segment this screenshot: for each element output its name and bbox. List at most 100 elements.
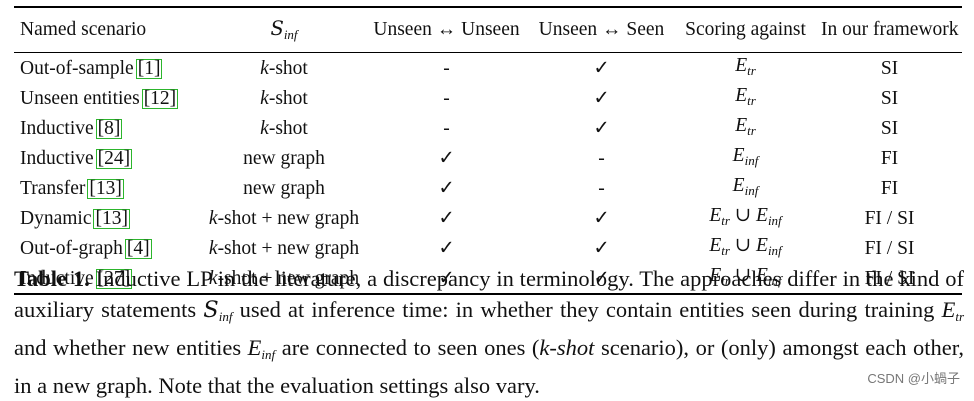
cell-framework: SI	[880, 87, 899, 109]
score-a: E	[709, 265, 722, 286]
table-container: Named scenario Sinf Unseen ↔ Unseen Unse…	[14, 6, 962, 295]
cell-unseen-seen: ✓	[593, 117, 610, 139]
score-a: E	[709, 205, 722, 226]
cell-scenario: Inductive[24]	[14, 143, 204, 173]
cell-unseen-unseen: ✓	[438, 147, 455, 169]
caption-text-2: used at inference time: in whether they …	[239, 297, 935, 322]
scenario-name: Inductive	[20, 147, 94, 169]
cell-unseen-seen: ✓	[593, 57, 610, 79]
cell-scoring: Einf	[674, 143, 817, 173]
score-b-sub: inf	[767, 273, 782, 288]
citation-link[interactable]: [24]	[95, 147, 133, 169]
cell-scoring: Einf	[674, 173, 817, 203]
score-a-sub: tr	[721, 213, 730, 228]
scenario-name: Out-of-graph	[20, 237, 123, 259]
citation-link[interactable]: [8]	[95, 117, 123, 139]
cell-unseen-unseen: ✓	[438, 177, 455, 199]
cell-s-inf: k-shot + new graph	[208, 267, 360, 289]
cell-scenario: Out-of-sample[1]	[14, 53, 204, 84]
cell-framework: SI	[880, 117, 899, 139]
table-row: Out-of-graph[4]k-shot + new graph✓✓Etr ∪…	[14, 233, 962, 263]
citation-link[interactable]: [12]	[141, 87, 179, 109]
caption-math-s: S	[203, 297, 219, 323]
cell-s-inf: new graph	[243, 177, 325, 199]
cell-framework: FI / SI	[864, 207, 915, 229]
cell-unseen-seen: -	[598, 147, 605, 169]
cell-framework: SI	[880, 57, 899, 79]
cell-scenario: Transfer[13]	[14, 173, 204, 203]
caption-math-etr-sub: tr	[955, 309, 965, 324]
score-a-sub: tr	[721, 243, 730, 258]
citation-link[interactable]: [4]	[124, 237, 152, 259]
citation-link[interactable]: [13]	[87, 177, 124, 199]
cell-s-inf: k-shot	[260, 87, 308, 109]
score-a: E	[735, 115, 748, 136]
caption-text-3: and whether new entities	[14, 335, 242, 360]
citation-link[interactable]: [13]	[93, 207, 130, 229]
caption-text-4: are connected to seen ones (	[281, 335, 540, 360]
caption-math-einf: E	[247, 335, 262, 360]
cell-unseen-unseen: -	[443, 87, 450, 109]
cell-scenario: Inductive[27]	[14, 263, 204, 294]
score-a: E	[735, 85, 748, 106]
score-op: ∪	[734, 265, 752, 286]
citation-link[interactable]: [1]	[135, 57, 163, 79]
score-a-sub: tr	[747, 63, 756, 78]
score-b: E	[756, 205, 768, 226]
cell-s-inf: k-shot + new graph	[208, 237, 360, 259]
caption-label: Table 1.	[14, 266, 90, 291]
cell-scenario: Dynamic[13]	[14, 203, 204, 233]
table-caption: Table 1. Inductive LP in the literature,…	[14, 263, 964, 401]
cell-unseen-unseen: -	[443, 57, 450, 79]
cell-s-inf: k-shot + new graph	[208, 207, 360, 229]
scenario-name: Transfer	[20, 177, 86, 199]
caption-math-s-sub: inf	[218, 309, 233, 324]
score-b-sub: inf	[767, 213, 782, 228]
scenario-name: Inductive	[20, 267, 94, 289]
scenario-name: Out-of-sample	[20, 57, 134, 79]
s-inf-sub: inf	[283, 27, 298, 42]
scenario-name: Dynamic	[20, 207, 92, 229]
cell-framework: FI / SI	[864, 267, 915, 289]
cell-s-inf: new graph	[243, 147, 325, 169]
watermark: CSDN @小蝸子	[867, 371, 960, 386]
cell-scoring: Etr ∪ Einf	[674, 263, 817, 294]
header-unseen-unseen: Unseen ↔ Unseen	[373, 19, 520, 40]
cell-unseen-seen: -	[598, 177, 605, 199]
cell-scoring: Etr	[674, 53, 817, 84]
score-op: ∪	[734, 205, 752, 226]
table-row: Dynamic[13]k-shot + new graph✓✓Etr ∪ Ein…	[14, 203, 962, 233]
cell-framework: FI	[880, 147, 899, 169]
cell-scenario: Out-of-graph[4]	[14, 233, 204, 263]
scenario-name: Inductive	[20, 117, 94, 139]
score-a: E	[732, 175, 745, 196]
s-inf-symbol: S	[270, 17, 284, 40]
cell-unseen-seen: ✓	[593, 267, 610, 289]
cell-scoring: Etr	[674, 83, 817, 113]
caption-math-einf-sub: inf	[261, 347, 276, 362]
caption-math-etr: E	[941, 297, 956, 322]
cell-s-inf: k-shot	[260, 57, 308, 79]
header-unseen-seen: Unseen ↔ Seen	[538, 19, 665, 40]
score-b: E	[756, 235, 768, 256]
cell-unseen-unseen: ✓	[438, 207, 455, 229]
cell-framework: FI / SI	[864, 237, 915, 259]
cell-unseen-unseen: ✓	[438, 267, 455, 289]
header-s-inf: Sinf	[204, 7, 364, 53]
citation-link[interactable]: [27]	[95, 267, 133, 289]
cell-unseen-unseen: ✓	[438, 237, 455, 259]
cell-unseen-unseen: -	[443, 117, 450, 139]
cell-unseen-seen: ✓	[593, 237, 610, 259]
header-framework: In our framework	[821, 19, 959, 40]
cell-scenario: Unseen entities[12]	[14, 83, 204, 113]
cell-scenario: Inductive[8]	[14, 113, 204, 143]
table-row: Out-of-sample[1] k-shot - ✓ Etr SI	[14, 53, 962, 84]
table-header-row: Named scenario Sinf Unseen ↔ Unseen Unse…	[14, 7, 962, 53]
score-op: ∪	[734, 235, 752, 256]
header-named-scenario: Named scenario	[20, 19, 147, 40]
caption-text-5: scenario), or (only) amongst each other,…	[14, 335, 964, 398]
score-a-sub: tr	[747, 93, 756, 108]
